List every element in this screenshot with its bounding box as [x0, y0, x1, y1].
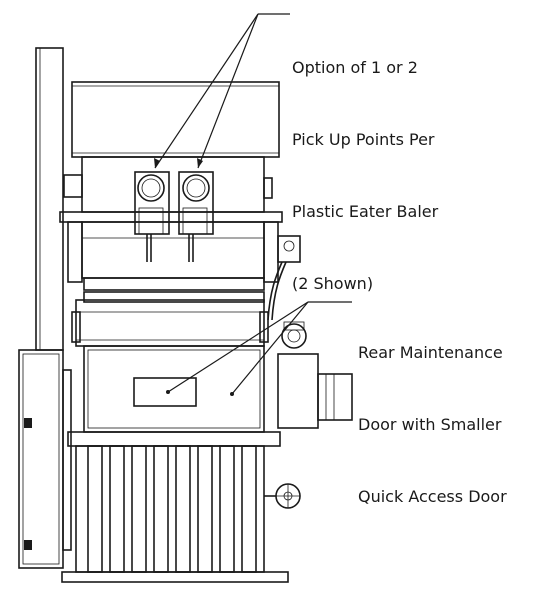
pickup-point-left: [134, 171, 170, 262]
callout-line: Pick Up Points Per: [292, 130, 435, 149]
callout-line: Door with Smaller: [358, 415, 502, 434]
callout-line: Option of 1 or 2: [292, 58, 418, 77]
leader-lines: [154, 13, 352, 395]
electrical-box: [18, 349, 72, 569]
upper-chute: [63, 156, 273, 213]
hand-wheel: [264, 483, 301, 509]
bale-chamber: [61, 431, 289, 583]
control-panel: [267, 235, 301, 321]
callout-line: Rear Maintenance: [358, 343, 503, 362]
pickup-point-right: [178, 171, 214, 262]
top-hopper: [71, 81, 280, 158]
press-frame: [59, 211, 283, 303]
exhaust-pipe: [35, 47, 64, 351]
rear-maintenance-door: [83, 345, 265, 433]
motor-pump: [277, 321, 353, 429]
quick-access-door: [133, 377, 197, 407]
callout-line: (2 Shown): [292, 274, 374, 293]
callout-line: Quick Access Door: [358, 487, 507, 506]
pickup-points-callout: Option of 1 or 2 Pick Up Points Per Plas…: [292, 8, 438, 320]
rear-door-callout: Rear Maintenance Door with Smaller Quick…: [358, 293, 507, 533]
callout-line: Plastic Eater Baler: [292, 202, 439, 221]
middle-section: [71, 299, 269, 347]
